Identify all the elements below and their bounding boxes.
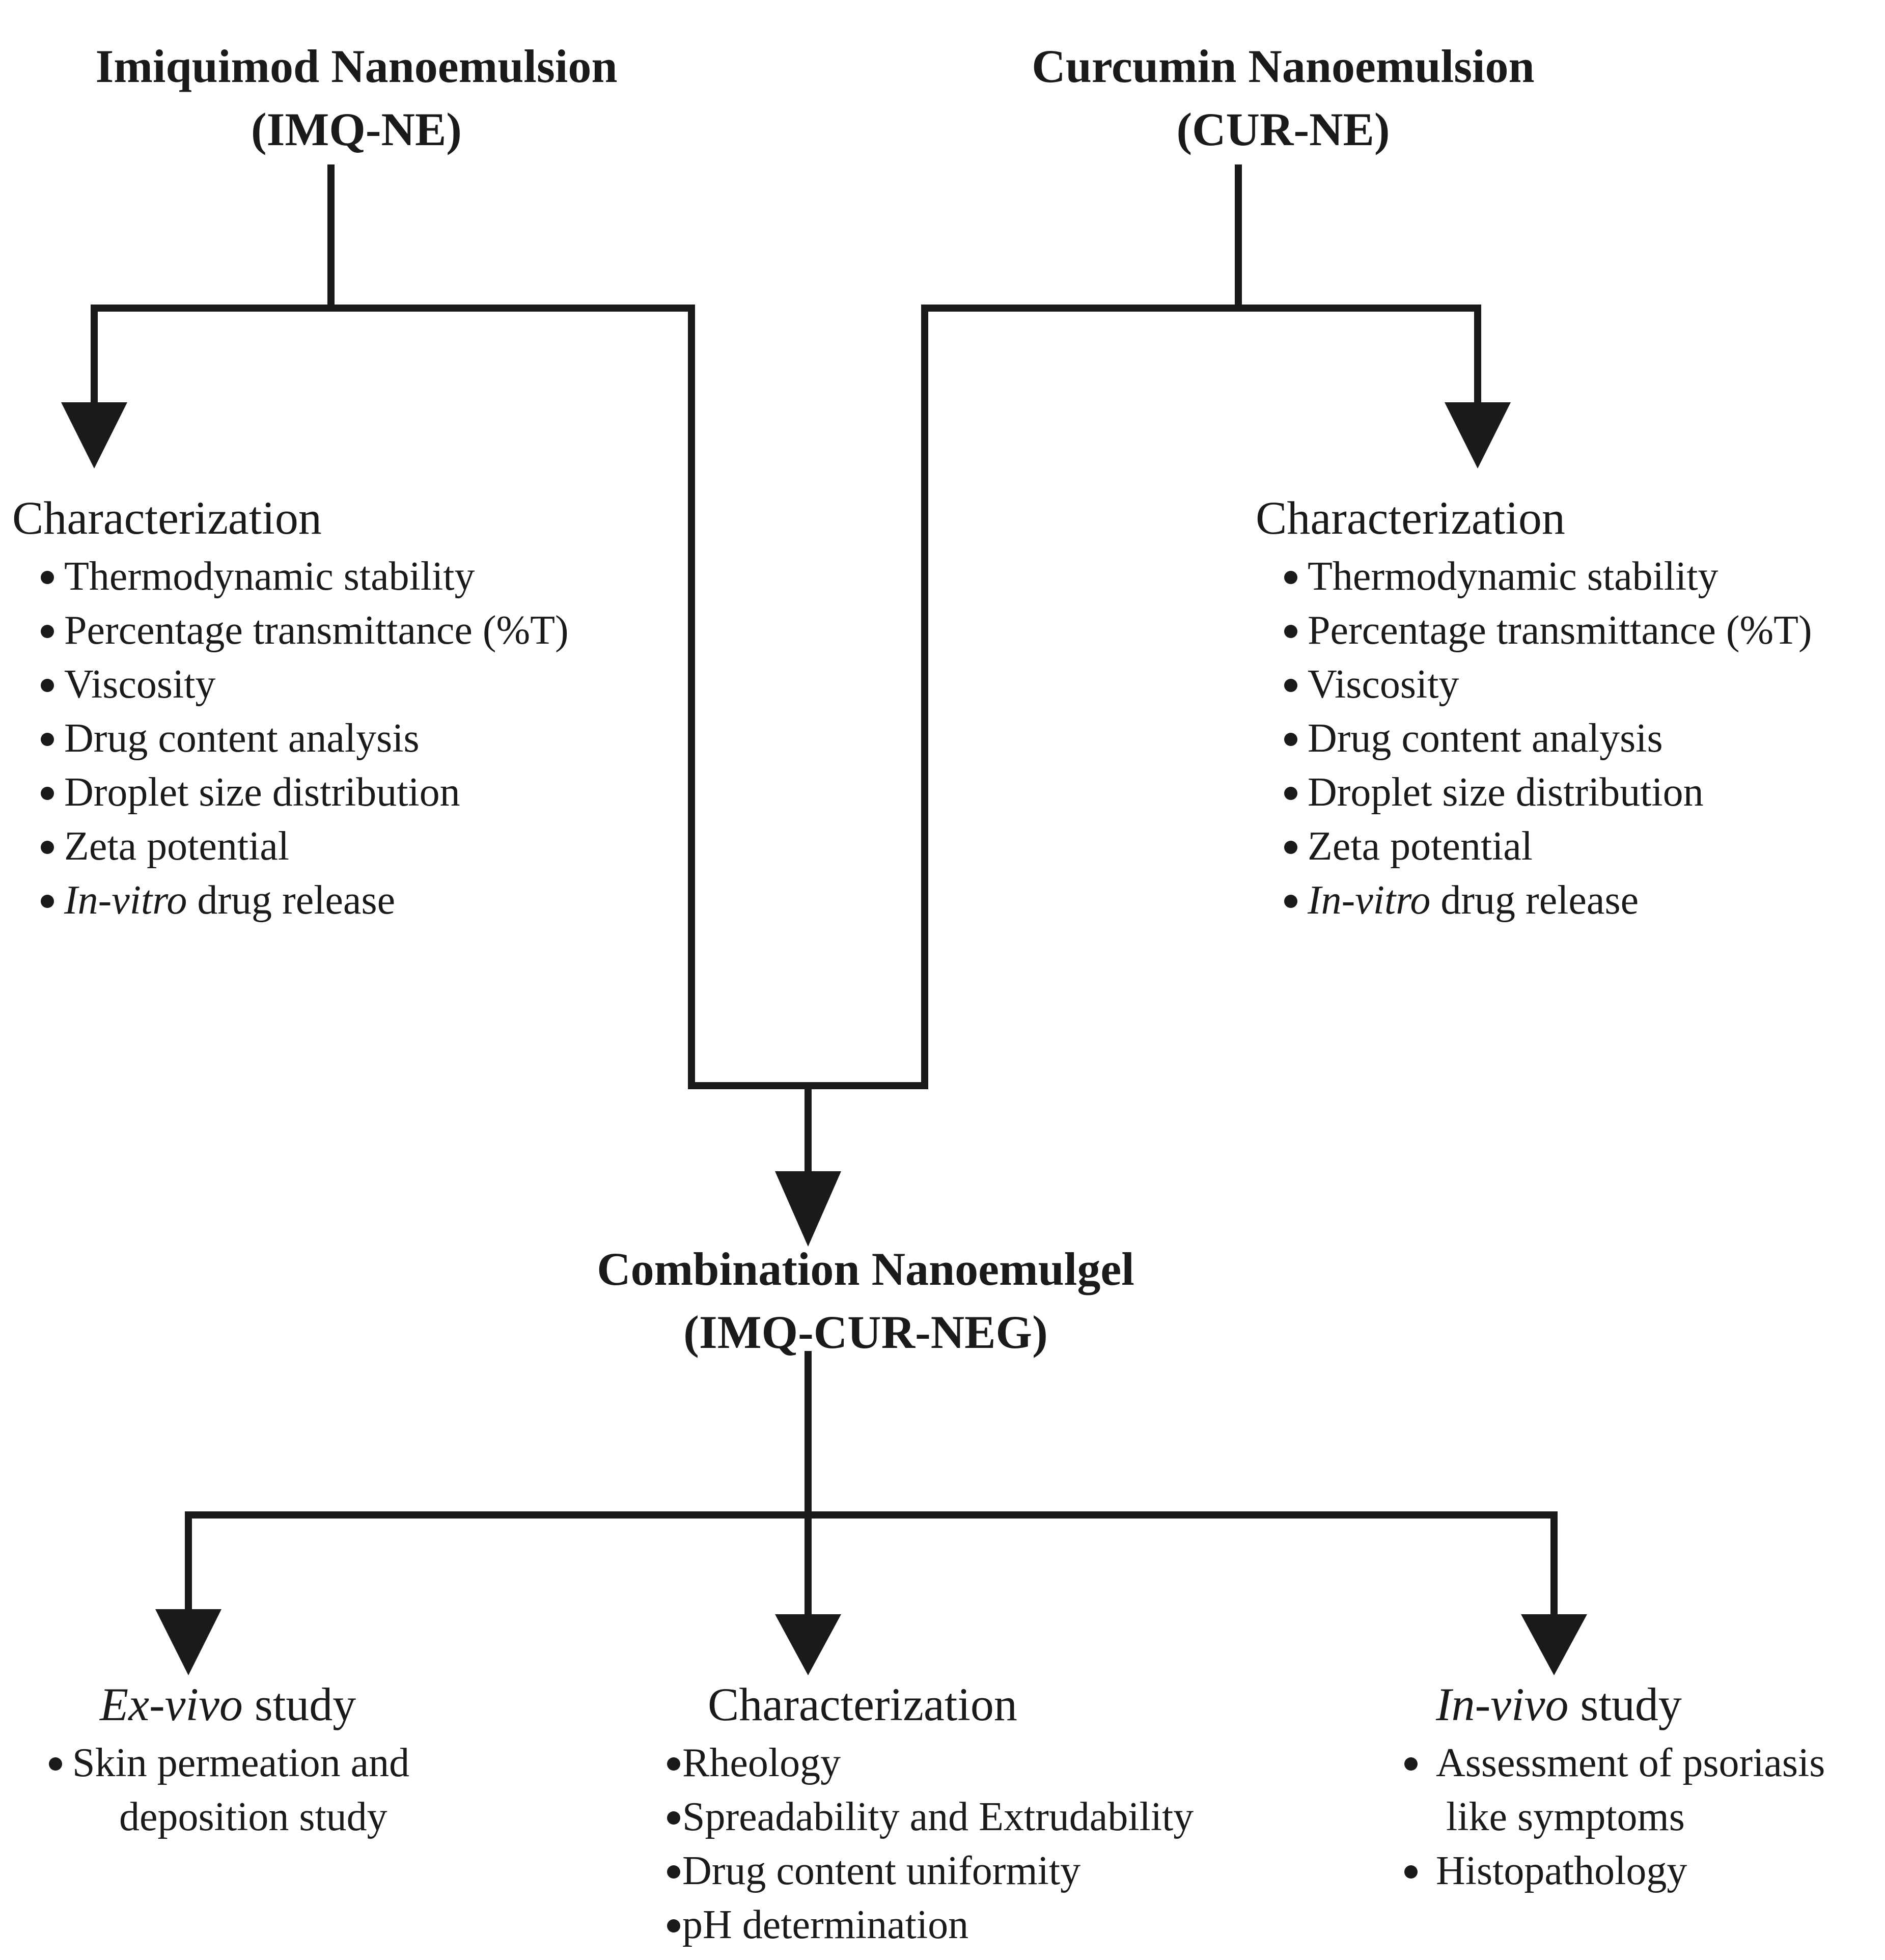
- bullet-icon: [49, 1757, 62, 1771]
- list-item: Spreadability and Extrudability: [667, 1790, 1194, 1844]
- cur-abbreviation: (CUR-NE): [1176, 103, 1390, 155]
- imq-left-branch: [91, 305, 335, 406]
- list-item: In-vitro drug release: [41, 873, 569, 927]
- exvivo-block: Ex-vivo study Skin permeation and deposi…: [49, 1673, 409, 1844]
- cur-right-branch: [1235, 305, 1481, 406]
- bullet-icon: [1284, 894, 1297, 908]
- arrow-to-combination: [775, 1171, 841, 1247]
- bullet-icon: [1404, 1865, 1418, 1879]
- list-item: pH determination: [667, 1898, 1194, 1952]
- cur-list: Thermodynamic stability Percentage trans…: [1256, 549, 1812, 927]
- cur-characterization-heading: Characterization: [1256, 492, 1565, 544]
- combo-title: Combination Nanoemulgel: [597, 1243, 1134, 1295]
- bullet-icon: [667, 1919, 680, 1933]
- cur-title-block: Curcumin Nanoemulsion (CUR-NE): [967, 35, 1599, 161]
- arrow-to-invivo: [1521, 1614, 1587, 1675]
- list-item: Percentage transmittance (%T): [41, 603, 569, 657]
- bullet-icon: [1284, 570, 1297, 584]
- neg-list: Rheology Spreadability and Extrudability…: [667, 1736, 1194, 1952]
- list-item: Drug content uniformity: [667, 1844, 1194, 1898]
- imq-title: Imiquimod Nanoemulsion: [95, 40, 618, 92]
- bullet-icon: [1404, 1757, 1418, 1771]
- list-item: Viscosity: [1284, 657, 1812, 711]
- list-item: Zeta potential: [1284, 819, 1812, 873]
- exvivo-heading: Ex-vivo study: [100, 1678, 356, 1730]
- bullet-icon: [41, 732, 54, 746]
- list-item: Droplet size distribution: [41, 765, 569, 819]
- list-item: Percentage transmittance (%T): [1284, 603, 1812, 657]
- bullet-icon: [41, 894, 54, 908]
- neg-characterization-block: Characterization Rheology Spreadability …: [667, 1673, 1194, 1952]
- list-item: Thermodynamic stability: [1284, 549, 1812, 603]
- list-item: Assessment of psoriasis: [1404, 1736, 1825, 1790]
- invivo-list: Assessment of psoriasis like symptoms Hi…: [1404, 1736, 1825, 1898]
- arrow-to-neg-characterization: [775, 1614, 841, 1675]
- neg-characterization-heading: Characterization: [708, 1678, 1017, 1730]
- imq-characterization-heading: Characterization: [12, 492, 322, 544]
- bullet-icon: [41, 624, 54, 638]
- invivo-block: In-vivo study Assessment of psoriasis li…: [1404, 1673, 1825, 1898]
- bullet-icon: [1284, 732, 1297, 746]
- bullet-icon: [667, 1757, 680, 1771]
- bullet-icon: [41, 570, 54, 584]
- exvivo-list: Skin permeation and deposition study: [49, 1736, 409, 1844]
- cur-characterization-block: Characterization Thermodynamic stability…: [1256, 486, 1812, 927]
- list-item-continuation: like symptoms: [1446, 1795, 1685, 1839]
- cur-title: Curcumin Nanoemulsion: [1032, 40, 1535, 92]
- bullet-icon: [667, 1865, 680, 1879]
- list-item: Droplet size distribution: [1284, 765, 1812, 819]
- combo-abbreviation: (IMQ-CUR-NEG): [683, 1306, 1048, 1358]
- list-item: Rheology: [667, 1736, 1194, 1790]
- bullet-icon: [41, 678, 54, 692]
- imq-abbreviation: (IMQ-NE): [251, 103, 462, 155]
- list-item: Thermodynamic stability: [41, 549, 569, 603]
- arrow-to-exvivo: [155, 1609, 221, 1675]
- bullet-icon: [41, 786, 54, 800]
- imq-characterization-block: Characterization Thermodynamic stability…: [12, 486, 569, 927]
- bullet-icon: [1284, 624, 1297, 638]
- list-item: Viscosity: [41, 657, 569, 711]
- combo-title-block: Combination Nanoemulgel (IMQ-CUR-NEG): [535, 1237, 1197, 1364]
- list-item: Drug content analysis: [1284, 711, 1812, 765]
- list-item: Histopathology: [1404, 1844, 1825, 1898]
- imq-list: Thermodynamic stability Percentage trans…: [12, 549, 569, 927]
- list-item-continuation: deposition study: [119, 1795, 387, 1839]
- list-item: In-vitro drug release: [1284, 873, 1812, 927]
- arrow-to-imq-characterization: [61, 402, 127, 468]
- arrow-to-cur-characterization: [1445, 402, 1511, 468]
- bullet-icon: [1284, 678, 1297, 692]
- bullet-icon: [1284, 840, 1297, 854]
- list-item: Skin permeation and: [49, 1736, 409, 1790]
- bullet-icon: [667, 1811, 680, 1825]
- imq-title-block: Imiquimod Nanoemulsion (IMQ-NE): [41, 35, 672, 161]
- list-item: Zeta potential: [41, 819, 569, 873]
- bullet-icon: [1284, 786, 1297, 800]
- bullet-icon: [41, 840, 54, 854]
- invivo-heading: In-vivo study: [1436, 1678, 1682, 1730]
- combo-split-line: [185, 1511, 1558, 1618]
- list-item: Drug content analysis: [41, 711, 569, 765]
